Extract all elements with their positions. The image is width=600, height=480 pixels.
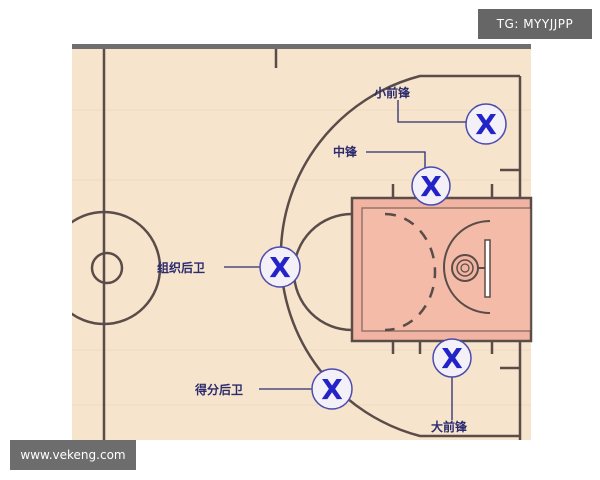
player-mark: X: [420, 170, 442, 203]
player-shooting-guard: X: [311, 368, 353, 410]
player-mark: X: [321, 373, 343, 406]
rim: [451, 254, 479, 282]
label-point-guard: 组织后卫: [157, 260, 205, 275]
free-throw-circle-dashed: [384, 212, 437, 332]
backboard: [484, 239, 491, 298]
player-circle: [259, 246, 301, 288]
player-circle: [432, 338, 472, 378]
label-center: 中锋: [333, 144, 358, 159]
top-boundary: [72, 44, 531, 49]
player-circle: [311, 368, 353, 410]
player-circle: [465, 103, 507, 145]
player-small-forward: X: [465, 103, 507, 145]
player-point-guard: X: [259, 246, 301, 288]
watermark-top-right: TG: MYYJJPP: [478, 9, 592, 39]
label-shooting-guard: 得分后卫: [194, 382, 243, 397]
center-inner-circle: [90, 251, 124, 285]
player-center: X: [411, 166, 451, 206]
label-power-forward: 大前锋: [431, 419, 468, 434]
leader-small-forward: [397, 100, 468, 123]
center-circle-inner: [72, 210, 105, 326]
rim-center: [460, 263, 470, 273]
player-mark: X: [475, 108, 497, 141]
player-power-forward: X: [432, 338, 472, 378]
watermark-bottom-left: www.vekeng.com: [10, 440, 136, 470]
player-mark: X: [269, 251, 291, 284]
paint-inner: [361, 207, 532, 332]
player-circle: [411, 166, 451, 206]
restricted-arc: [443, 220, 491, 314]
player-mark: X: [441, 342, 463, 375]
center-circle: [103, 210, 162, 326]
label-small-forward: 小前锋: [374, 85, 411, 100]
rim-inner: [456, 259, 474, 277]
